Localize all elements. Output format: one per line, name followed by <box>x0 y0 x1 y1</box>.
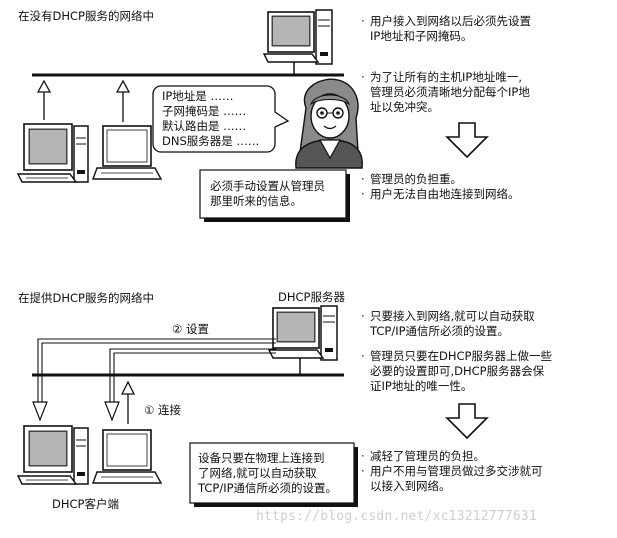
result-bottom-1: · 减轻了管理员的负担。 <box>361 449 485 464</box>
bullet-top-1-line-2: IP地址和子网掩码。 <box>370 29 473 43</box>
bullet-top-2-line-2: 管理员必须清晰地分配每个IP地 <box>370 85 530 99</box>
result-top-2: · 用户无法自由地连接到网络。 <box>361 187 520 202</box>
result-top-2-line-1: 用户无法自由地连接到网络。 <box>370 187 520 201</box>
note-bottom-line-1: 设备只要在物理上连接到 <box>198 451 325 465</box>
bullet-top-2: · 为了让所有的主机IP地址唯一, 管理员必须清晰地分配每个IP地 址以免冲突。 <box>361 70 530 115</box>
bullet-bottom-1-line-2: TCP/IP通信所必须的设置。 <box>370 324 510 338</box>
result-bottom-1-line-1: 减轻了管理员的负担。 <box>370 449 485 463</box>
bullet-dot: · <box>361 70 365 84</box>
bullet-bottom-2-line-3: 证IP地址的唯一性。 <box>370 379 473 393</box>
bullet-bottom-2-line-2: 必要的设置即可,DHCP服务器会保 <box>370 364 545 378</box>
bullet-top-1: · 用户接入到网络以后必须先设置 IP地址和子网掩码。 <box>361 14 531 44</box>
watermark: https://blog.csdn.net/xc13212777631 <box>256 509 537 524</box>
result-top-1-line-1: 管理员的负担重。 <box>370 172 462 186</box>
note-box-bottom: 设备只要在物理上连接到 了网络,就可以自动获取 TCP/IP通信所必须的设置。 <box>198 451 337 496</box>
bullet-dot: · <box>361 349 365 363</box>
bullet-dot: · <box>361 309 365 323</box>
server-bottom <box>268 305 338 361</box>
bullet-bottom-2: · 管理员只要在DHCP服务器上做一些 必要的设置即可,DHCP服务器会保 证I… <box>361 349 552 394</box>
note-box-top-frame <box>199 169 350 222</box>
note-top-line-2: 那里听来的信息。 <box>210 194 302 208</box>
bullet-top-2-line-1: 为了让所有的主机IP地址唯一, <box>370 70 522 84</box>
hollow-down-arrow-top <box>446 122 488 158</box>
speech-bubble-text: IP地址是 …… 子网掩码是 …… 默认路由是 …… DNS服务器是 …… <box>162 89 259 149</box>
bullet-bottom-1-line-1: 只要接入到网络,就可以自动获取 <box>370 309 535 323</box>
note-top-line-1: 必须手动设置从管理员 <box>210 179 325 193</box>
speech-bubble <box>152 85 290 153</box>
connect-arrow-up <box>120 380 136 424</box>
note-box-top: 必须手动设置从管理员 那里听来的信息。 <box>210 179 325 209</box>
bullet-dot: · <box>361 172 365 186</box>
bullet-top-1-line-1: 用户接入到网络以后必须先设置 <box>370 14 531 28</box>
config-flow-to-laptop <box>104 348 276 422</box>
step-2-label: ② 设置 <box>172 322 209 336</box>
bullet-dot: · <box>361 449 365 463</box>
bubble-line-route: 默认路由是 …… <box>162 119 247 133</box>
bubble-line-dns: DNS服务器是 …… <box>162 134 260 148</box>
bullet-dot: · <box>361 187 365 201</box>
config-flow-to-pc <box>32 338 276 422</box>
bullet-top-2-line-3: 址以免冲突。 <box>370 100 439 114</box>
result-bottom-2-line-2: 以接入到网络。 <box>370 479 451 493</box>
arrow-up-pc-top <box>36 79 52 120</box>
hollow-down-arrow-bottom <box>446 403 488 439</box>
result-bottom-2-line-1: 用户不用与管理员做过多交涉就可 <box>370 464 543 478</box>
bubble-line-mask: 子网掩码是 …… <box>162 104 247 118</box>
bullet-dot: · <box>361 14 365 28</box>
note-box-bottom-frame <box>189 442 358 507</box>
arrow-up-laptop-top <box>115 79 131 122</box>
admin-person <box>295 78 363 169</box>
title-top: 在没有DHCP服务的网络中 <box>18 9 154 23</box>
laptop-top <box>92 125 162 180</box>
note-bottom-line-2: 了网络,就可以自动获取 <box>198 466 317 480</box>
result-top-1: · 管理员的负担重。 <box>361 172 462 187</box>
laptop-bottom <box>92 429 162 484</box>
bullet-bottom-1: · 只要接入到网络,就可以自动获取 TCP/IP通信所必须的设置。 <box>361 309 535 339</box>
server-top <box>263 9 333 65</box>
result-bottom-2: · 用户不用与管理员做过多交涉就可 以接入到网络。 <box>361 464 543 494</box>
title-bottom: 在提供DHCP服务的网络中 <box>18 291 154 305</box>
client-label: DHCP客户端 <box>52 497 119 511</box>
pc-bottom <box>17 425 89 485</box>
bullet-bottom-2-line-1: 管理员只要在DHCP服务器上做一些 <box>370 349 552 363</box>
bullet-dot: · <box>361 464 365 478</box>
server-label: DHCP服务器 <box>278 290 345 304</box>
pc-top <box>17 123 89 183</box>
note-bottom-line-3: TCP/IP通信所必须的设置。 <box>198 481 338 495</box>
step-1-label: ① 连接 <box>144 403 181 417</box>
bubble-line-ip: IP地址是 …… <box>162 89 234 103</box>
